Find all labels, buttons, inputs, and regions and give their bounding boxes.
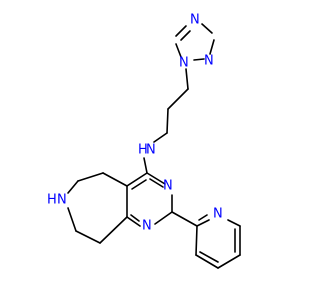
bond-ch2-9-c6 (99, 216, 128, 244)
bond-layer (67, 23, 241, 269)
bond-c2-pyridine-c2 (171, 211, 198, 227)
bond-n1-c6-double (130, 214, 140, 222)
bond-c4-n3 (146, 172, 166, 185)
atom-label-layer: N N N H N N N H N N (47, 13, 223, 234)
bond-ch2-5-ch2-6 (77, 172, 104, 182)
bond-triazole-c5-n4 (175, 25, 187, 37)
bond-py-c2-n1-double (198, 214, 208, 221)
chemical-structure-diagram: N N N H N N N H N N (47, 13, 241, 269)
atom-pyrimidine-n3: N (163, 179, 173, 194)
bond-triazole-n4-c3 (201, 23, 213, 34)
atom-pyridine-n: N (213, 207, 223, 222)
bond-n1-c6 (126, 216, 141, 227)
bond-py-c4-c3 (195, 254, 219, 269)
bond-py-c4-c3-double (199, 251, 219, 263)
bond-nh-ch2-8 (67, 207, 77, 232)
bond-c5-c4 (126, 172, 148, 187)
bond-c5-ch2-5 (102, 172, 128, 187)
atom-triazole-n1: N (179, 56, 189, 71)
bond-ch2b-ch2c (166, 108, 169, 134)
atom-triazole-n4: N (190, 13, 200, 28)
atom-amine-n: N (146, 143, 156, 158)
bond-triazole-n1-c5 (175, 43, 182, 58)
bond-ch2a-ch2b (167, 88, 189, 110)
bond-c2-n1 (154, 211, 173, 225)
atom-amine-h: H (138, 143, 148, 158)
bond-c4-n3-double (149, 178, 164, 188)
bond-triazole-n2-n1-double (193, 58, 205, 61)
bond-c5-c4-double (131, 179, 147, 190)
bond-nh-c4 (143, 157, 148, 174)
bond-py-c3-c2 (195, 225, 198, 256)
bond-py-c2-n1 (196, 219, 210, 227)
atom-pyrimidine-n1: N (142, 219, 152, 234)
atom-azepine-h: H (47, 193, 57, 208)
bond-py-c5-c4 (217, 254, 241, 269)
bond-triazole-c3-n2 (209, 39, 215, 55)
bond-ch2-8-ch2-9 (75, 230, 101, 244)
bond-n1-ch2a (185, 68, 189, 90)
bond-py-n1-c6 (227, 219, 241, 227)
atom-triazole-n2: N (204, 54, 214, 69)
bond-ch2-6-nh (67, 180, 79, 194)
bond-ch2c-nh (153, 132, 168, 143)
atom-azepine-n: N (57, 193, 67, 208)
bond-triazole-c5-n4-double (180, 30, 191, 41)
